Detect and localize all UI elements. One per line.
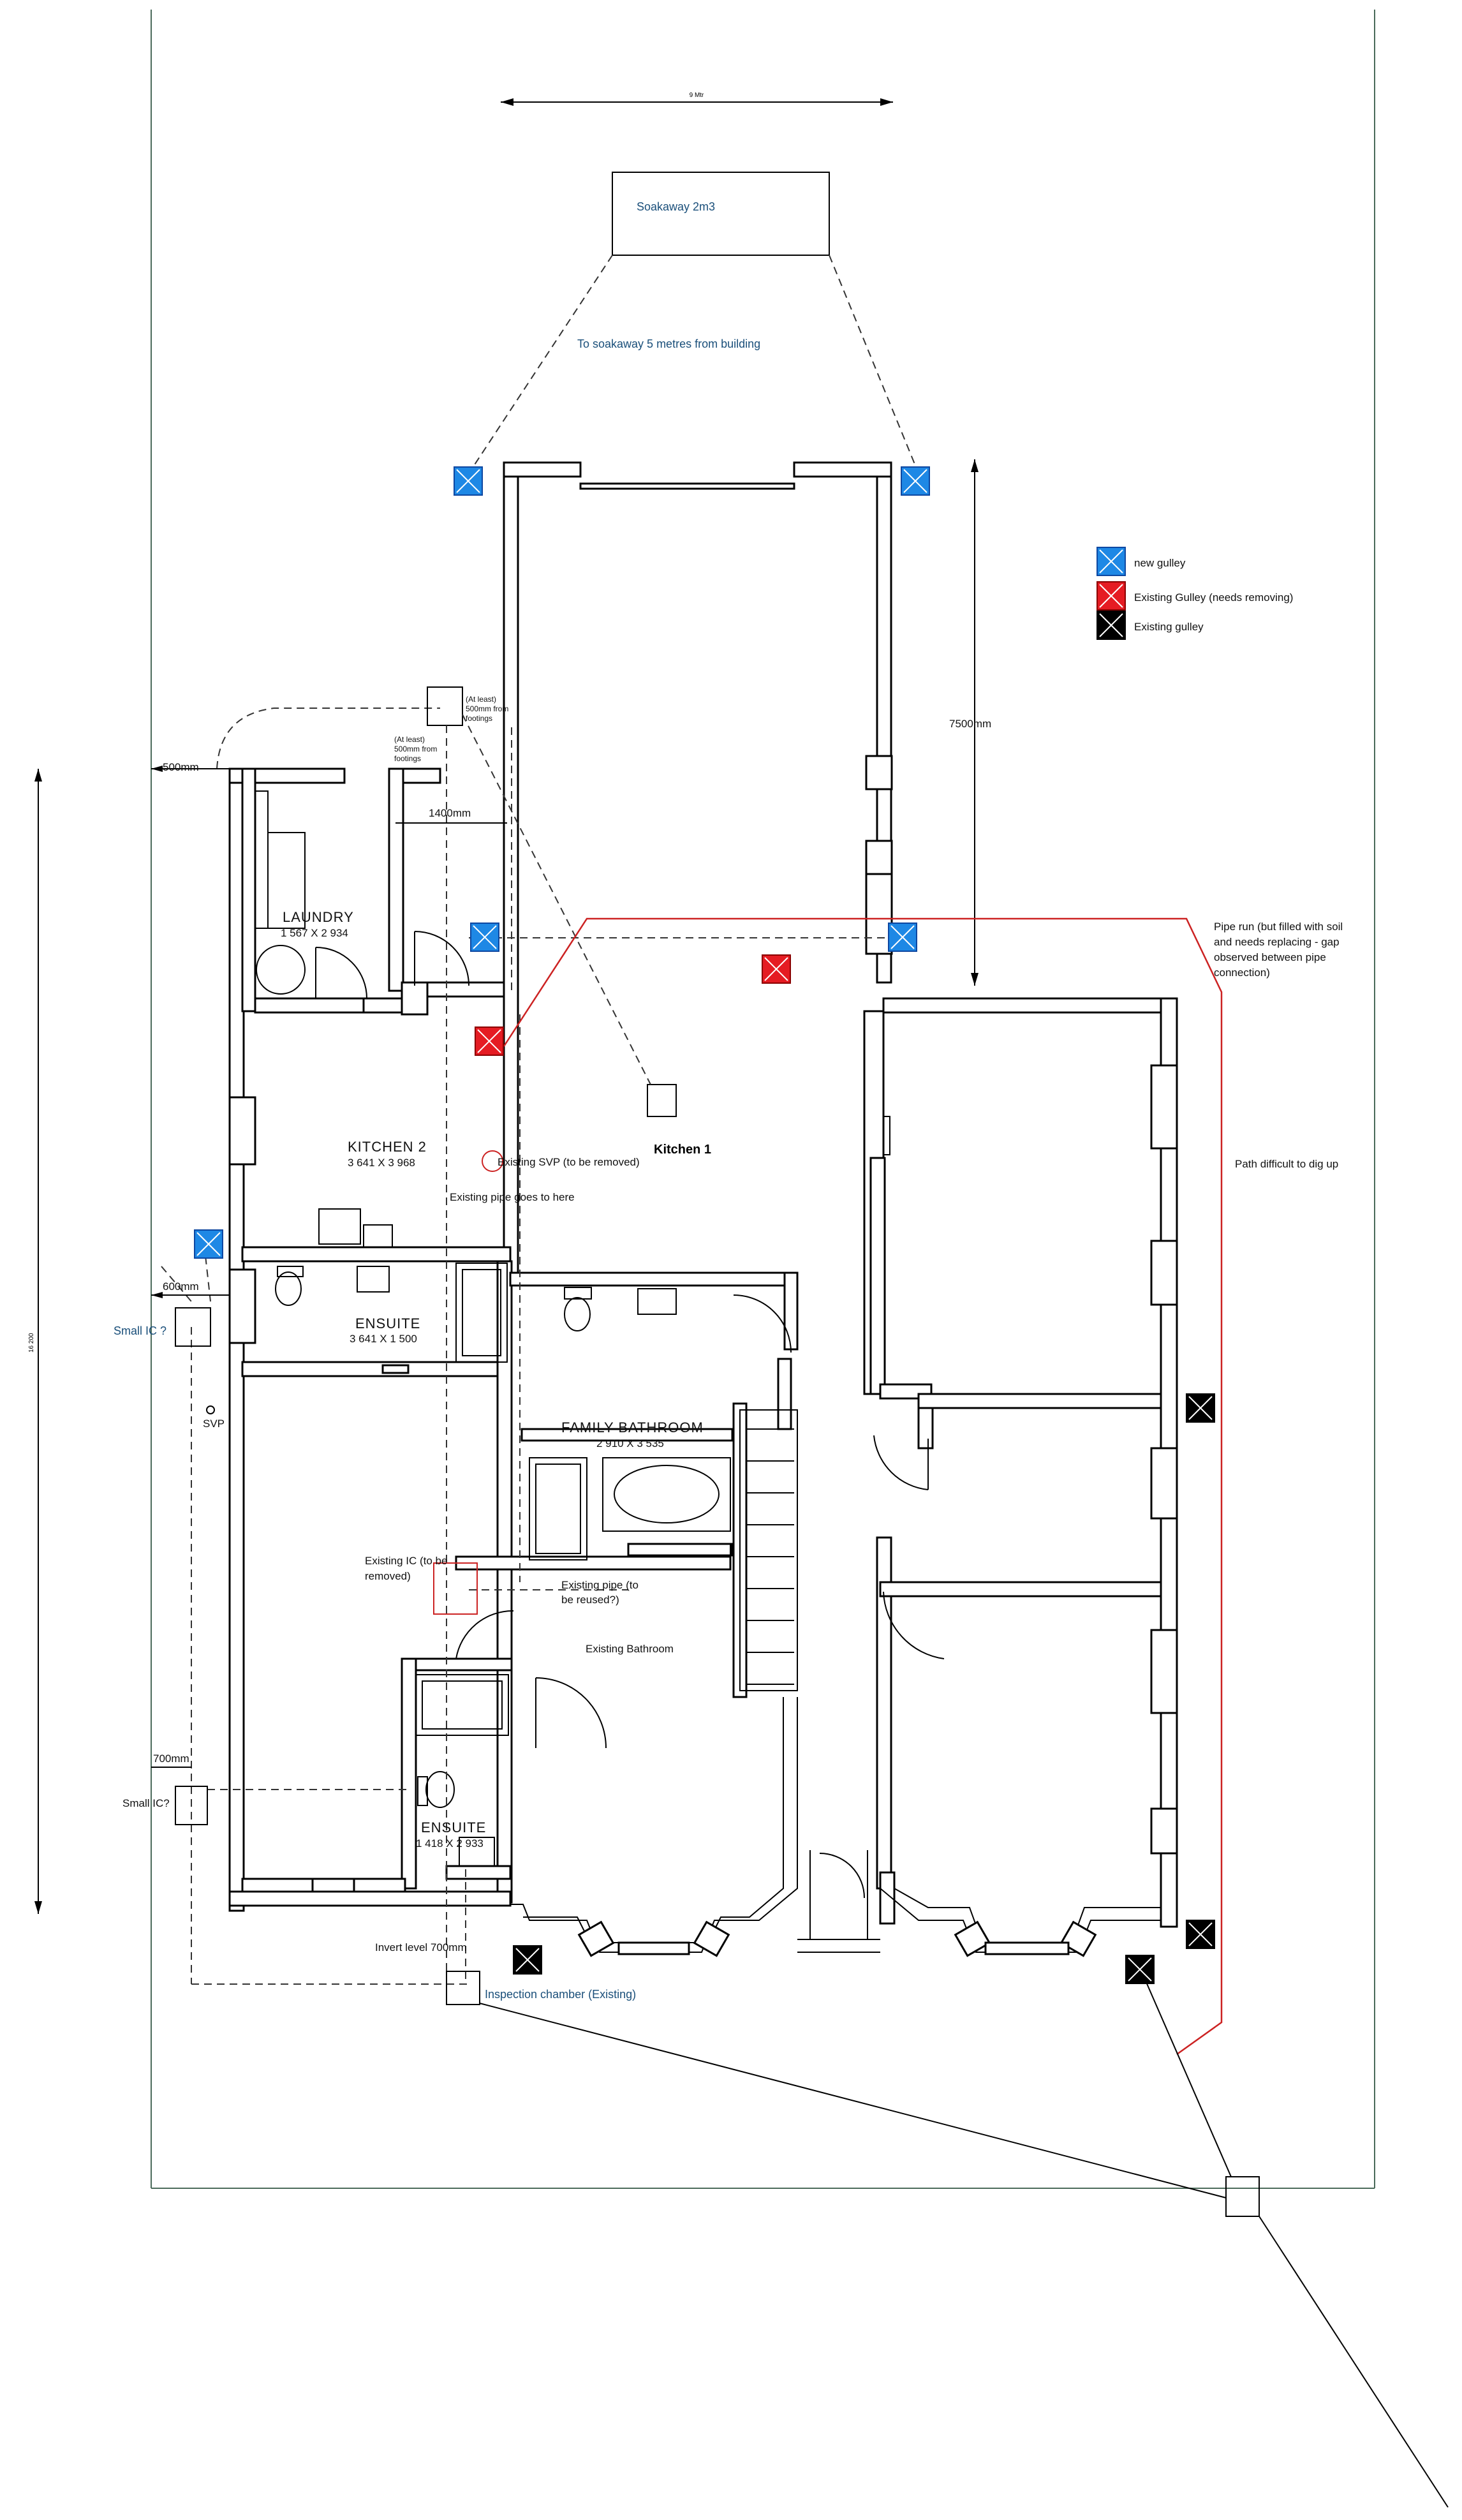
door-swings (315, 931, 945, 1899)
soakaway-box (612, 172, 830, 256)
gulley-new-kitchen-left (470, 923, 499, 952)
fixtures (255, 790, 890, 1867)
small-ic-1-box (175, 1307, 211, 1347)
legend-item-existing-gulley: Existing gulley (1096, 611, 1204, 640)
ensuite-bottom-toilet (425, 1771, 455, 1808)
dimension-7500-label: 7500mm (949, 718, 991, 730)
legend-item-existing-gulley-remove: Existing Gulley (needs removing) (1096, 581, 1293, 611)
footing-note-2-line1: (At least) (394, 735, 425, 744)
room-ensuite-bottom-size: 1 418 X 2 933 (416, 1837, 484, 1849)
pipe-run-note-line1: Pipe run (but filled with soil (1214, 921, 1343, 933)
existing-ic-note-line1: Existing IC (to be (365, 1555, 447, 1567)
dimension-600: 600mm (151, 1280, 230, 1298)
soakaway-pipe-right (829, 255, 919, 474)
top-dimension: 9 Mtr (501, 92, 893, 106)
family-bath-toilet (564, 1297, 591, 1331)
footing-note-2-line3: footings (394, 754, 421, 763)
legend-label-existing-gulley-remove: Existing Gulley (needs removing) (1134, 591, 1293, 604)
external-run-3 (1259, 2216, 1449, 2508)
existing-pipe-reused-line1: Existing pipe (to (561, 1579, 639, 1591)
legend: new gulley Existing Gulley (needs removi… (1096, 547, 1293, 640)
path-difficult-note: Path difficult to dig up (1235, 1158, 1338, 1170)
gulley-existing-front-left (513, 1945, 542, 1975)
footing-note-1: (At least) 500mm from footings (466, 695, 508, 723)
existing-pipe-reused-line2: be reused?) (561, 1594, 619, 1606)
pipe-run-note-line4: connection) (1214, 967, 1270, 979)
room-ensuite-top-name: ENSUITE (355, 1316, 420, 1331)
dimension-side-total: 16 200 (28, 769, 42, 1914)
dimension-600-label: 600mm (163, 1280, 199, 1293)
ensuite-top-toilet (275, 1271, 302, 1306)
ensuite-top-shower (455, 1263, 508, 1363)
dimension-500: 500mm (151, 761, 230, 773)
existing-red-pipe-run (503, 917, 1223, 2056)
gulley-remove-kitchen2 (475, 1027, 504, 1056)
footing-note-2-line2: 500mm from (394, 745, 437, 753)
dimension-700: 700mm (151, 1753, 191, 1768)
soakaway-note: To soakaway 5 metres from building (577, 337, 760, 350)
footing-note-1-line1: (At least) (466, 695, 496, 704)
inspection-chamber-box (446, 1971, 480, 2005)
dimension-500-label: 500mm (163, 761, 199, 773)
footing-note-1-line2: 500mm from (466, 704, 508, 713)
pipe-run-note-line3: observed between pipe (1214, 951, 1326, 963)
gulley-new-top-left (454, 466, 483, 496)
drain-pipes (159, 686, 896, 2000)
external-chamber-box (1225, 2176, 1260, 2217)
gulley-existing-right-upper (1186, 1393, 1215, 1423)
building-walls (228, 461, 1178, 1957)
dimension-700-label: 700mm (153, 1753, 189, 1765)
small-ic-2-label: Small IC? (122, 1797, 170, 1809)
room-family-bathroom-size: 2 910 X 3 535 (596, 1437, 664, 1449)
room-kitchen1-name: Kitchen 1 (654, 1143, 711, 1157)
existing-svp-marker (482, 1150, 503, 1172)
pipe-run-note: Pipe run (but filled with soil and needs… (1214, 921, 1343, 979)
soakaway-pipe-left (468, 255, 613, 474)
legend-label-new-gulley: new gulley (1134, 557, 1186, 569)
gulley-new-side-left (194, 1229, 223, 1259)
dimension-1400: 1400mm (395, 807, 507, 824)
laundry-washer (256, 945, 306, 995)
top-dimension-label: 9 Mtr (690, 92, 704, 99)
room-ensuite-top-size: 3 641 X 1 500 (350, 1333, 417, 1345)
soakaway-label: Soakaway 2m3 (637, 200, 715, 213)
footing-chamber (427, 686, 463, 726)
dimension-7500: 7500mm (949, 459, 991, 986)
external-run-2 (1137, 1961, 1232, 2177)
room-laundry-size: 1 567 X 2 934 (281, 927, 348, 939)
room-kitchen2-size: 3 641 X 3 968 (348, 1157, 415, 1169)
room-ensuite-bottom-name: ENSUITE (421, 1820, 486, 1835)
svp-symbol (206, 1405, 215, 1414)
legend-item-new-gulley: new gulley (1096, 547, 1186, 576)
legend-label-existing-gulley: Existing gulley (1134, 621, 1204, 633)
family-bath-shower (529, 1457, 587, 1560)
gulley-existing-front-right (1125, 1955, 1155, 1984)
room-existing-bathroom-name: Existing Bathroom (586, 1643, 674, 1655)
room-laundry-name: LAUNDRY (283, 909, 354, 925)
ensuite-bottom-shower (415, 1674, 509, 1736)
dimension-side-total-label: 16 200 (28, 1333, 35, 1353)
footing-note-1-line3: footings (466, 714, 492, 723)
small-ic-1-label: Small IC ? (114, 1324, 166, 1337)
pipe-run-note-line2: and needs replacing - gap (1214, 936, 1340, 948)
family-bath-tub (602, 1457, 731, 1532)
footing-note-2: (At least) 500mm from footings (394, 735, 437, 763)
dimension-1400-label: 1400mm (429, 807, 471, 819)
existing-svp-note: Existing SVP (to be removed) (498, 1156, 640, 1168)
gulley-new-top-right (901, 466, 930, 496)
gulley-existing-right-lower (1186, 1920, 1215, 1949)
existing-pipe-goes-note: Existing pipe goes to here (450, 1191, 575, 1203)
svp-label: SVP (203, 1418, 225, 1430)
gulley-new-kitchen-right (888, 923, 917, 952)
room-family-bathroom-name: FAMILY BATHROOM (561, 1419, 704, 1435)
invert-level-label: Invert level 700mm (375, 1941, 467, 1953)
gulley-remove-kitchen1 (762, 954, 791, 984)
external-run-1 (479, 2003, 1227, 2198)
existing-ic-note-line2: removed) (365, 1570, 411, 1582)
existing-ic-marker (433, 1562, 478, 1615)
room-kitchen2-name: KITCHEN 2 (348, 1139, 427, 1155)
inspection-chamber-label: Inspection chamber (Existing) (485, 1988, 636, 2001)
small-ic-2-box (175, 1786, 208, 1825)
